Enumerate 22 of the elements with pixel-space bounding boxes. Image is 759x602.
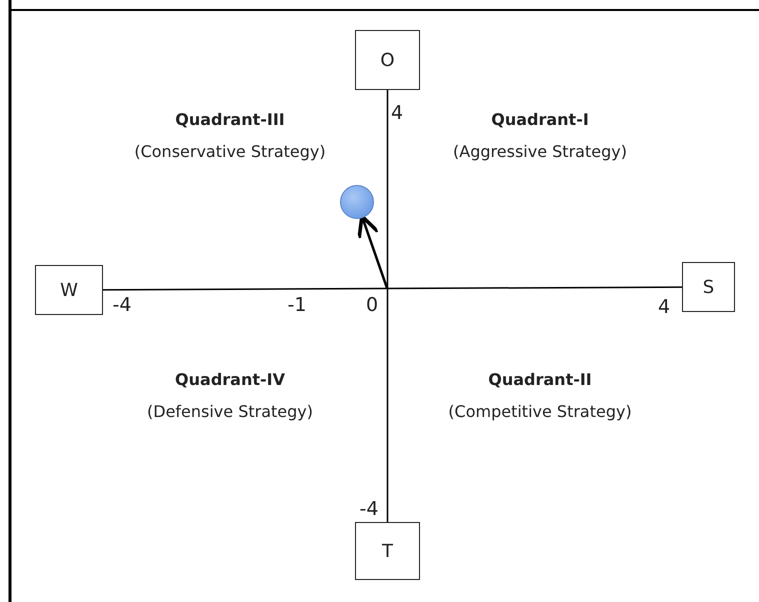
- axis-tick-label: -1: [288, 294, 306, 316]
- quadrant-heading: Quadrant-IV: [175, 370, 285, 389]
- axis-line: [386, 90, 388, 522]
- quadrant-description: (Conservative Strategy): [134, 142, 326, 161]
- quadrant-description: (Aggressive Strategy): [453, 142, 627, 161]
- axis-tick-label: -4: [112, 294, 132, 316]
- position-marker: [340, 185, 374, 219]
- axis-tick-label: 4: [390, 102, 404, 124]
- axis-line: [103, 286, 682, 291]
- opportunity-box: O: [355, 30, 420, 90]
- quadrant-heading: Quadrant-II: [488, 370, 592, 389]
- axis-tick-label: -4: [360, 498, 378, 520]
- quadrant-description: (Defensive Strategy): [147, 402, 313, 421]
- axis-tick-label: 0: [366, 294, 378, 316]
- quadrant-heading: Quadrant-I: [491, 110, 589, 129]
- axis-tick-label: 4: [658, 296, 670, 318]
- quadrant-heading: Quadrant-III: [175, 110, 285, 129]
- strength-box: S: [682, 262, 735, 312]
- threat-box: T: [355, 522, 420, 580]
- quadrant-description: (Competitive Strategy): [448, 402, 632, 421]
- direction-arrow: [357, 214, 388, 288]
- weakness-box: W: [35, 265, 103, 315]
